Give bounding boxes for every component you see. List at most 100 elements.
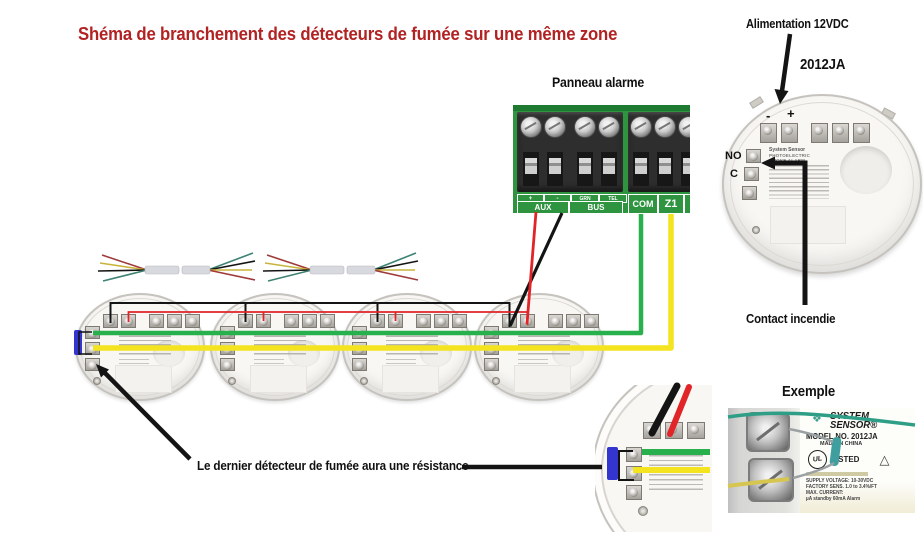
exemple-photo: ❖ SYSTEM SENSOR® MODEL NO. 2012JA MADE I…: [728, 408, 915, 513]
terminal-minus: [103, 314, 118, 328]
terminal-c: [626, 466, 642, 481]
eol-resistor-closeup: [607, 447, 618, 480]
alarm-panel: + - GRN TEL AUX BUS COM Z1 Z: [513, 105, 690, 213]
spec-line: FACTORY SENS. 1.0 to 3.4%/FT: [806, 484, 877, 490]
plus-sign: +: [787, 106, 795, 121]
terminal: [167, 314, 182, 328]
cable-wire-red: [207, 269, 256, 281]
eol-resistor: [74, 330, 82, 355]
detector-top-terminals: [370, 314, 467, 328]
terminal: [687, 422, 705, 439]
terminal: [149, 314, 164, 328]
screw-icon: [630, 116, 652, 138]
closeup-relay-terminals: [626, 447, 642, 500]
terminal-nc: [742, 186, 757, 200]
panel-terminal-z2: [678, 116, 690, 186]
fine-print-bars: [119, 359, 149, 367]
terminal: [811, 123, 828, 143]
cable-wire-yellow: [99, 262, 148, 271]
detector-plate: [115, 365, 172, 393]
terminal-screw-photo: [748, 458, 794, 502]
panel-terminal-z1: [654, 116, 676, 186]
fine-print-bars: [769, 165, 829, 199]
terminal: [832, 123, 849, 143]
origin-text: MADE IN CHINA: [820, 441, 863, 447]
detector-ring: [730, 102, 914, 266]
screw-icon: [654, 116, 676, 138]
model-number: MODEL NO. 2012JA: [806, 432, 878, 441]
screw-icon: [492, 377, 500, 385]
print-line: SMOKE ALARM: [769, 158, 806, 163]
fine-print-bars: [254, 331, 306, 357]
screw-icon: [93, 377, 101, 385]
diagram-title: Shéma de branchement des détecteurs de f…: [78, 24, 618, 44]
cable-wire-red: [372, 269, 419, 281]
terminal-c: [220, 342, 235, 355]
terminal: [584, 314, 599, 328]
closeup-top-terminals: [643, 422, 705, 439]
panel-label: Panneau alarme: [552, 74, 645, 90]
terminal-slot: [657, 152, 673, 186]
cable-wire-red: [101, 254, 148, 271]
print-line: PHOTOELECTRIC: [769, 153, 811, 158]
terminal: [566, 314, 581, 328]
exemple-label: Exemple: [782, 383, 836, 400]
detector-top-terminals: [502, 314, 599, 328]
cable-wire-yellow: [264, 262, 313, 271]
terminal-c: [484, 342, 499, 355]
panel-label-aux: AUX: [517, 201, 569, 213]
terminal: [548, 314, 563, 328]
fine-print-bars: [119, 331, 171, 357]
panel-label-z1: Z1: [658, 194, 684, 213]
cable-wire-green: [267, 269, 313, 282]
cable-wire-black: [262, 269, 313, 272]
terminal: [302, 314, 317, 328]
cable-bundle-2: [262, 252, 419, 282]
smoke-detector-2: [210, 293, 340, 401]
panel-terminal-com: [630, 116, 652, 186]
detector-plate: [382, 365, 439, 393]
detector-top-terminals: [103, 314, 200, 328]
cable-wire-green: [102, 269, 148, 282]
detector-relay-terminals: [484, 326, 499, 371]
detector-top-terminals: [238, 314, 335, 328]
terminal-plus: [665, 422, 683, 439]
screw-icon: [228, 377, 236, 385]
panel-label-bus: BUS: [569, 201, 623, 213]
certification-row: UL LISTED △: [806, 448, 915, 471]
screw-icon: [638, 506, 648, 516]
c-label: C: [730, 168, 738, 180]
smoke-detector-4: [474, 293, 604, 401]
terminal-minus: [643, 422, 661, 439]
cable-sheath: [309, 265, 345, 275]
terminal-nc: [484, 358, 499, 371]
spec-line: µA standby 60mA Alarm: [806, 496, 861, 502]
terminal-minus: [370, 314, 385, 328]
cable-wire-black: [97, 269, 148, 272]
panel-terminal-minus: [544, 116, 566, 186]
smoke-detector-1: [75, 293, 205, 401]
cable-sheath: [346, 265, 376, 275]
cable-wire-green: [372, 252, 417, 271]
detector-plate: [514, 365, 571, 393]
terminal-nc: [220, 358, 235, 371]
model-label: 2012JA: [800, 56, 846, 73]
panel-zone-strip: COM Z1 Z: [628, 194, 690, 213]
screw-icon: [544, 116, 566, 138]
smoke-detector-2012ja: - + NO C System Sensor PHOTOELECTRIC SMO…: [722, 94, 922, 274]
no-label: NO: [725, 150, 742, 162]
terminal-slot: [547, 152, 563, 186]
note-text: Le dernier détecteur de fumée aura une r…: [197, 458, 469, 473]
panel-label-com: COM: [628, 194, 658, 213]
terminal-c: [352, 342, 367, 355]
terminal-no: [626, 447, 642, 462]
ul-logo-icon: UL: [806, 448, 829, 471]
fine-print-bars: [518, 359, 548, 367]
terminal: [434, 314, 449, 328]
fine-print-bars: [386, 359, 416, 367]
terminal-slot: [523, 152, 539, 186]
product-label: ❖ SYSTEM SENSOR® MODEL NO. 2012JA MADE I…: [800, 408, 915, 513]
terminal: [416, 314, 431, 328]
terminal-c: [85, 342, 100, 355]
cable-wire-black: [372, 260, 419, 271]
